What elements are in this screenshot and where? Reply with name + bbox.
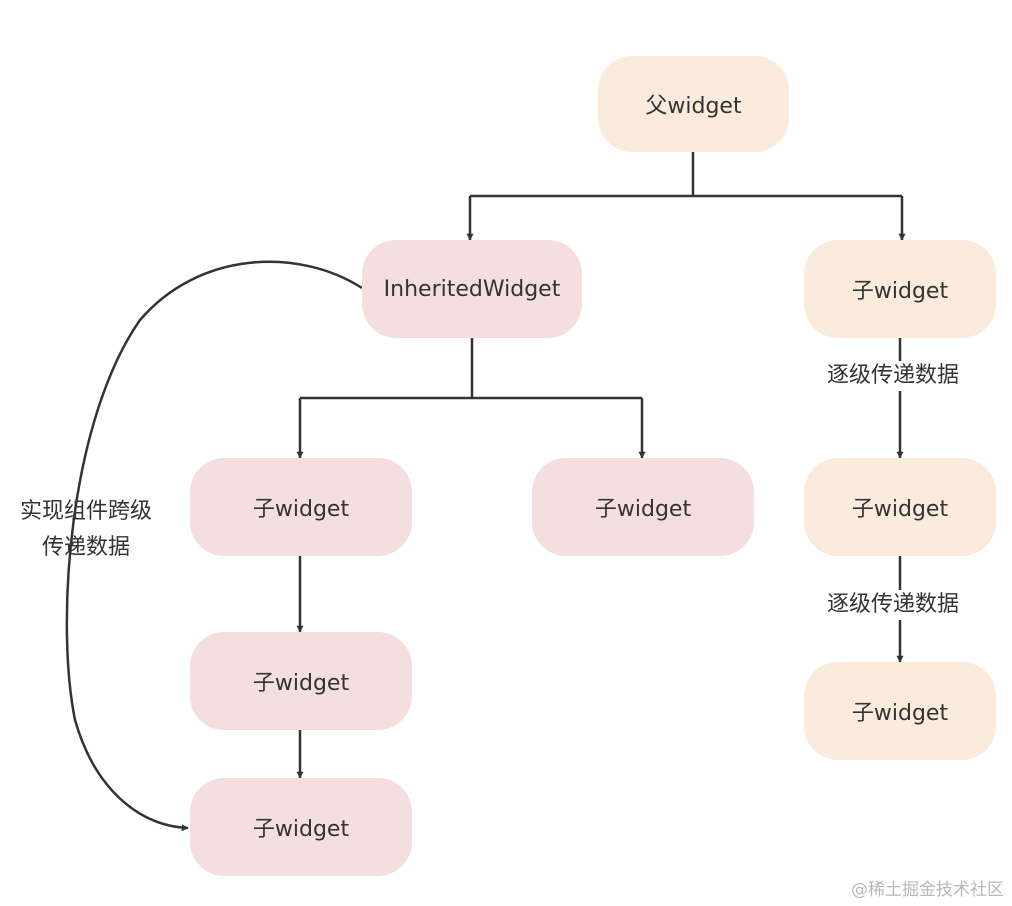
node-inherited-widget: InheritedWidget [362,240,582,338]
edge-label-cross-level-line1: 实现组件跨级 [19,499,152,524]
node-child-right-2-label: 子widget [851,497,949,522]
node-child-right-1-label: 子widget [851,279,949,304]
edge-label-step-pass-2: 逐级传递数据 [827,590,960,620]
edge-label-step-pass-1: 逐级传递数据 [827,361,960,391]
node-inherited-widget-label: InheritedWidget [383,276,561,302]
edge-label-cross-level: 实现组件跨级 传递数据 [6,494,166,566]
node-child-middle-label: 子widget [594,497,692,522]
edge-cross-level-curve [65,260,363,832]
node-parent: 父widget [598,56,789,152]
node-child-left-2: 子widget [190,632,412,730]
node-child-right-1: 子widget [804,240,996,338]
node-child-left-3: 子widget [190,778,412,876]
node-parent-label: 父widget [645,94,742,119]
node-child-left-2-label: 子widget [252,671,350,696]
node-child-left-1-label: 子widget [252,497,350,522]
watermark: @稀土掘金技术社区 [851,880,1004,900]
node-child-left-1: 子widget [190,458,412,556]
node-child-right-3-label: 子widget [851,701,949,726]
node-child-middle: 子widget [532,458,754,556]
node-child-right-2: 子widget [804,458,996,556]
node-child-left-3-label: 子widget [252,817,350,842]
edge-label-cross-level-line2: 传递数据 [41,535,130,560]
node-child-right-3: 子widget [804,662,996,760]
